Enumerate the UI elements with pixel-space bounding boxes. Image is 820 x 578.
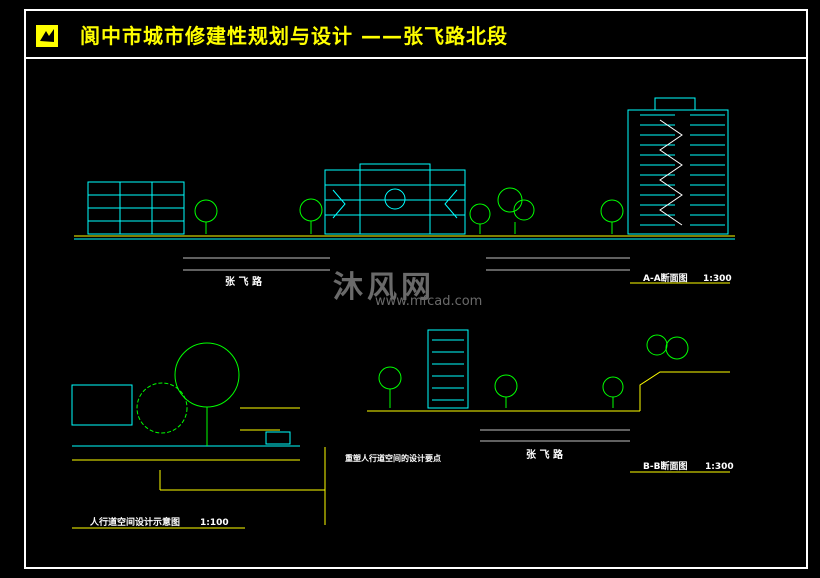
section-b-scale: 1:300 <box>705 462 734 472</box>
trees-a <box>194 187 624 234</box>
section-a-caption: A-A断面图 <box>643 272 688 284</box>
watermark-url: www.mfcad.com <box>375 294 483 309</box>
dimension-lines-a <box>183 257 630 271</box>
building-tower <box>627 97 729 235</box>
section-a-road-name: 张 飞 路 <box>225 275 263 288</box>
notes-title: 重塑人行道空间的设计要点 <box>345 453 441 463</box>
page-title: 阆中市城市修建性规划与设计 ——张飞路北段 <box>80 24 508 48</box>
pedestrian-scale: 1:100 <box>200 518 229 528</box>
drawing-frame <box>24 9 808 569</box>
section-b-drawing <box>367 329 730 473</box>
section-b-caption: B-B断面图 <box>643 460 687 472</box>
pedestrian-drawing <box>71 342 326 529</box>
logo-icon <box>36 25 58 47</box>
building-low-left <box>87 181 185 235</box>
title-bar <box>26 11 806 59</box>
section-a-drawing <box>74 97 735 284</box>
building-center <box>324 163 466 235</box>
section-b-road-name: 张 飞 路 <box>526 448 564 461</box>
watermark-brand: 沐风网 <box>333 270 435 305</box>
section-a-scale: 1:300 <box>703 274 732 284</box>
pedestrian-caption: 人行道空间设计示意图 <box>89 516 180 528</box>
